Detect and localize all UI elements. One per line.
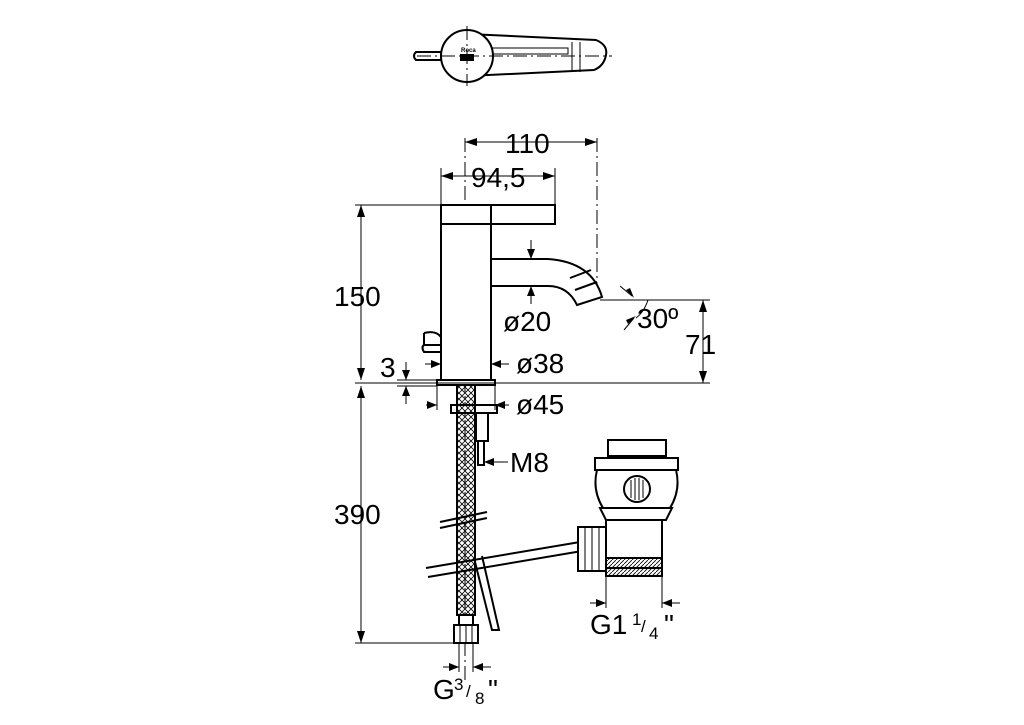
waste-thread-inch-mark: " (664, 609, 674, 640)
lever-handle (440, 204, 556, 225)
dim-stud-thread: M8 (510, 447, 549, 478)
dim-overall-reach: 110 (505, 128, 550, 159)
dim-body-diameter: ø38 (516, 348, 564, 379)
dim-flange-thickness: 3 (380, 352, 396, 383)
dim-height-above-deck: 150 (334, 281, 381, 312)
dim-spout-diameter: ø20 (503, 306, 551, 337)
pop-up-linkage-rod (425, 540, 589, 578)
brand-logo: Roca (461, 48, 476, 54)
waste-thread-slash: / (641, 617, 646, 636)
fixing-nut (475, 412, 489, 442)
dim-spout-reach: 94,5 (471, 162, 526, 193)
dimension-lines (355, 138, 710, 672)
label-hose-thread: G 3 / 8 " (433, 674, 498, 708)
hose-thread-inch-mark: " (488, 674, 498, 705)
fixing-kit (425, 384, 589, 644)
dim-base-diameter: ø45 (516, 389, 564, 420)
hose-thread-slash: / (466, 682, 471, 701)
top-view: Roca (413, 26, 612, 86)
hose-thread-main: G (433, 674, 455, 705)
waste-thread-denominator: 4 (649, 624, 658, 643)
waste-thread-numerator: 1 (632, 610, 641, 629)
label-waste-thread: G1 1 / 4 " (590, 609, 674, 643)
pop-up-waste (577, 439, 679, 577)
faucet-body-cylinder (440, 223, 492, 381)
faucet-body (421, 138, 604, 680)
spout (490, 258, 604, 307)
dimension-labels: 110 94,5 150 71 30º ø20 ø38 ø45 3 M8 390… (334, 128, 716, 708)
waste-thread-main: G1 (590, 609, 627, 640)
waste-plug (607, 439, 667, 457)
flexible-hose (456, 384, 476, 616)
hose-thread-numerator: 3 (454, 675, 463, 694)
dim-hose-length: 390 (334, 499, 381, 530)
top-view-lift-rod (413, 51, 442, 61)
threaded-stud (477, 440, 485, 466)
dim-spout-height: 71 (685, 329, 716, 360)
hose-thread-denominator: 8 (475, 689, 484, 708)
dim-spout-angle: 30º (637, 303, 678, 334)
